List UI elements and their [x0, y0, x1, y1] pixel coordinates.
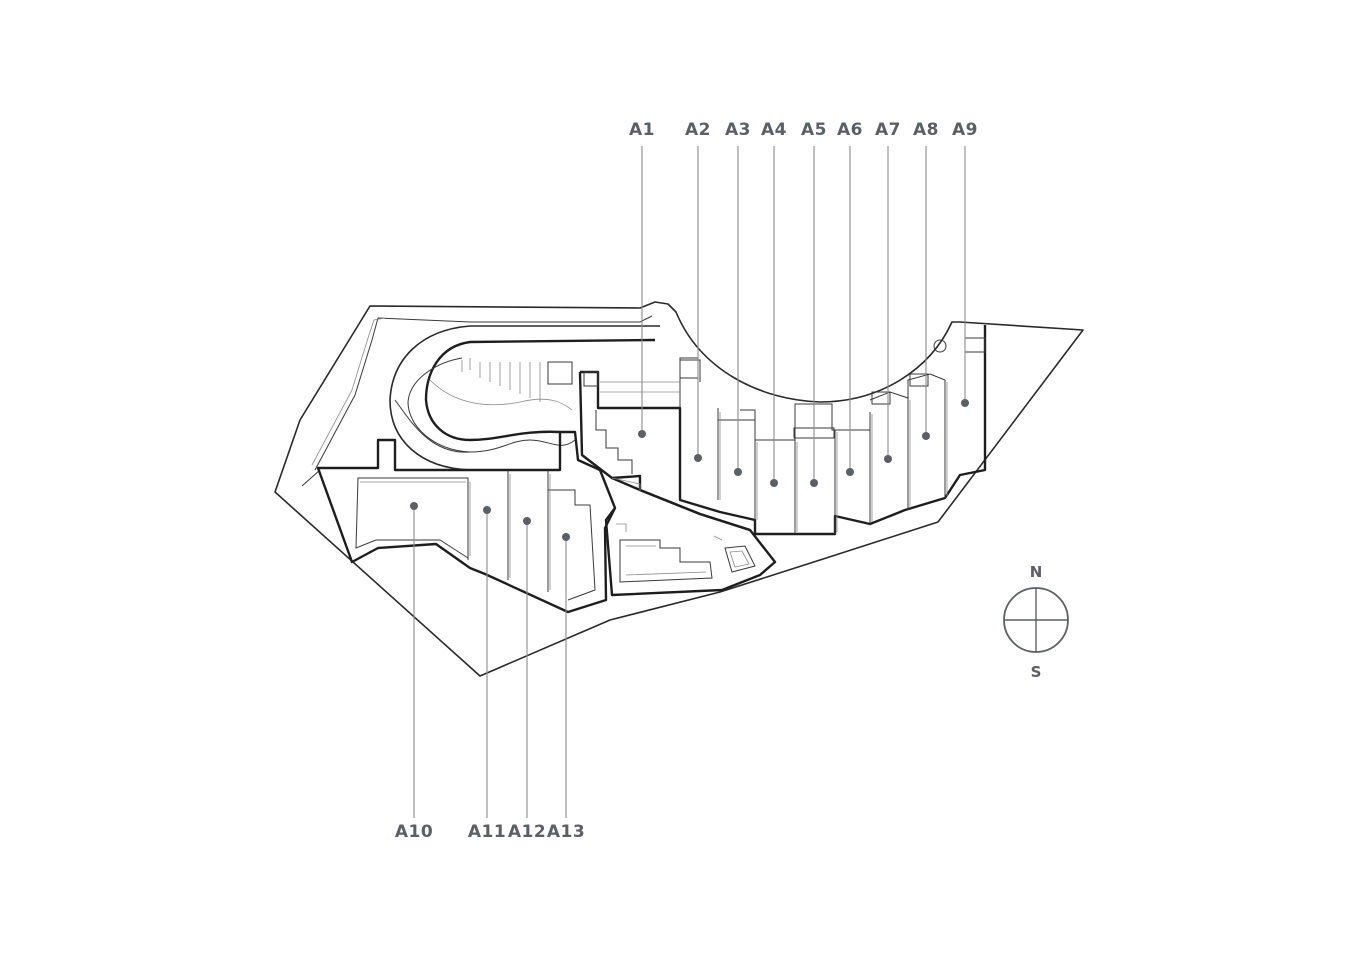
ne-block-west-wall: [578, 371, 751, 532]
ne-block-step: [595, 410, 633, 474]
stair-core-a8: [909, 373, 929, 387]
driveway-outer: [389, 325, 660, 471]
site-boundary: [274, 301, 1084, 677]
unit-label-a9[interactable]: A9: [952, 120, 978, 140]
unit-markers: [410, 399, 969, 541]
ne-block-outline: [580, 325, 987, 536]
unit-label-a3[interactable]: A3: [725, 120, 751, 140]
unit-label-a8[interactable]: A8: [913, 120, 939, 140]
unit-label-a11[interactable]: A11: [468, 822, 506, 842]
pool-inner: [625, 545, 707, 576]
unit-marker-a13[interactable]: [562, 533, 570, 541]
unit-label-a6[interactable]: A6: [837, 120, 863, 140]
compass: N S: [1003, 563, 1069, 681]
inner-perimeter: [301, 315, 653, 487]
unit-label-a2[interactable]: A2: [685, 120, 711, 140]
kiosk-inner: [729, 550, 750, 568]
unit-label-a4[interactable]: A4: [761, 120, 787, 140]
unit-marker-a3[interactable]: [734, 468, 742, 476]
driveway-crosswalk: [461, 358, 541, 402]
courtyard-planter: [611, 477, 723, 541]
tree-symbol: [933, 339, 947, 353]
unit-marker-a10[interactable]: [410, 502, 418, 510]
sw-block-inner: [355, 470, 596, 601]
unit-marker-a5[interactable]: [810, 479, 818, 487]
unit-marker-a2[interactable]: [694, 454, 702, 462]
garden-wave: [394, 399, 576, 453]
stair-core-a7: [871, 391, 891, 405]
unit-label-a12[interactable]: A12: [508, 822, 546, 842]
unit-marker-a9[interactable]: [961, 399, 969, 407]
driveway-mid: [407, 357, 471, 453]
unit-label-a5[interactable]: A5: [801, 120, 827, 140]
unit-label-a13[interactable]: A13: [547, 822, 585, 842]
unit-interior-lines: [600, 381, 948, 532]
lift-lobby: [547, 361, 573, 385]
unit-label-a7[interactable]: A7: [875, 120, 901, 140]
unit-marker-a7[interactable]: [884, 455, 892, 463]
stair-core-a9: [964, 337, 986, 353]
compass-south-label: S: [1031, 663, 1042, 681]
unit-marker-a8[interactable]: [922, 432, 930, 440]
sw-block-outline: [316, 430, 617, 614]
unit-marker-a4[interactable]: [770, 479, 778, 487]
unit-label-a1[interactable]: A1: [629, 120, 655, 140]
courtyard-outline: [604, 476, 777, 597]
lift-lobby-2: [583, 371, 599, 387]
unit-marker-a1[interactable]: [638, 430, 646, 438]
stair-core-a1: [679, 357, 699, 379]
unit-marker-a11[interactable]: [483, 506, 491, 514]
driveway-inner: [424, 338, 656, 442]
retaining-wall: [311, 317, 386, 466]
pool-outline: [619, 539, 713, 583]
garden-wave-2: [429, 379, 573, 411]
sw-block-hair: [360, 474, 551, 590]
kiosk: [724, 545, 756, 573]
unit-label-a10[interactable]: A10: [395, 822, 433, 842]
leader-lines: [413, 146, 966, 818]
unit-marker-a12[interactable]: [523, 517, 531, 525]
unit-marker-a6[interactable]: [846, 468, 854, 476]
compass-north-label: N: [1030, 563, 1043, 581]
